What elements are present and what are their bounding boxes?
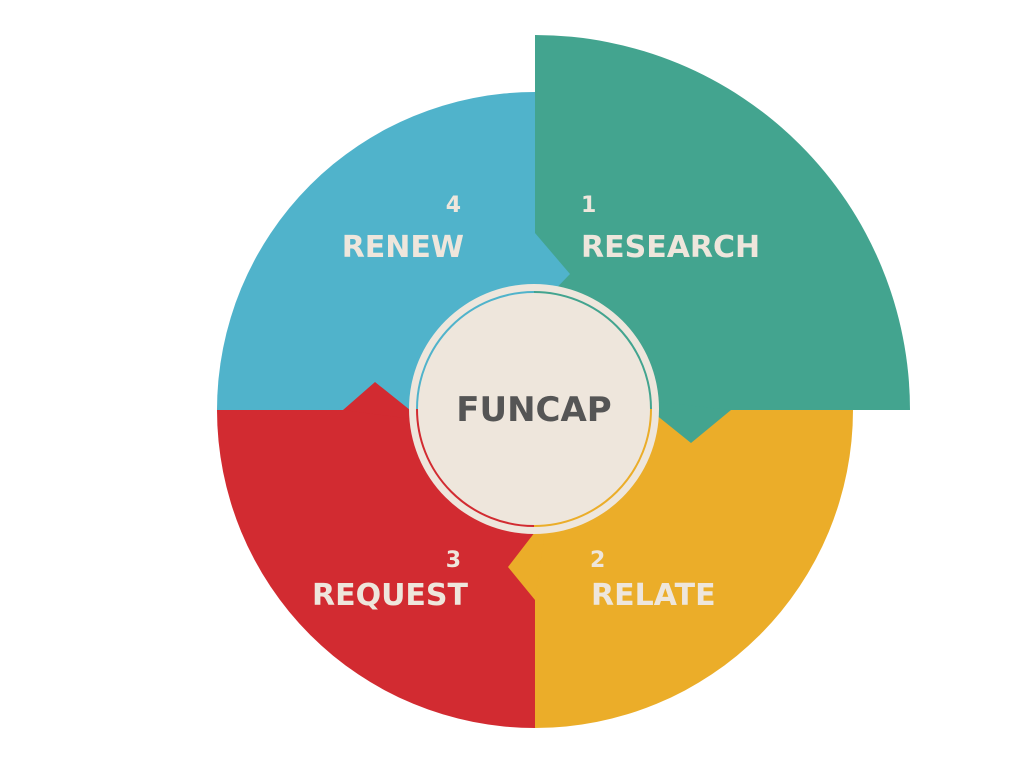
step-number-request: 3 [446, 548, 461, 573]
segment-research [535, 35, 910, 410]
arrow-research [640, 400, 731, 443]
ring-relate [533, 408, 652, 527]
center-label: FUNCAP [456, 390, 611, 430]
step-label-renew: RENEW [342, 230, 464, 265]
arrow-request [343, 382, 420, 420]
step-number-research: 1 [581, 193, 596, 218]
ring-research [533, 291, 652, 410]
ring-renew [416, 291, 535, 410]
step-number-renew: 4 [446, 193, 461, 218]
center-circle [409, 284, 659, 534]
step-label-research: RESEARCH [581, 230, 760, 265]
arrow-relate [508, 520, 545, 600]
ring-request [416, 408, 535, 527]
step-number-relate: 2 [590, 548, 605, 573]
arrow-renew [535, 233, 570, 300]
step-label-relate: RELATE [591, 578, 716, 613]
step-label-request: REQUEST [312, 578, 469, 613]
